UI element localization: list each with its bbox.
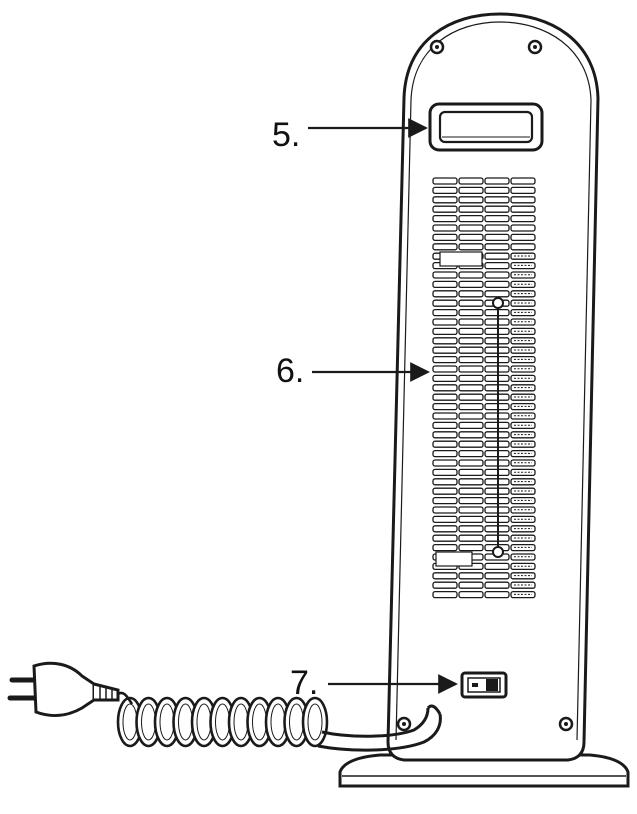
switch-icon (460, 671, 508, 699)
heater-base (338, 753, 630, 788)
grille-icon (432, 177, 536, 599)
callout-label-6: 6. (276, 352, 305, 390)
handle-icon (428, 102, 544, 152)
coiled-cord-icon (116, 691, 329, 748)
callout-label-7: 7. (290, 664, 319, 702)
screw-icon (396, 39, 574, 732)
callout-label-5: 5. (272, 116, 301, 154)
plug-icon (7, 661, 120, 717)
